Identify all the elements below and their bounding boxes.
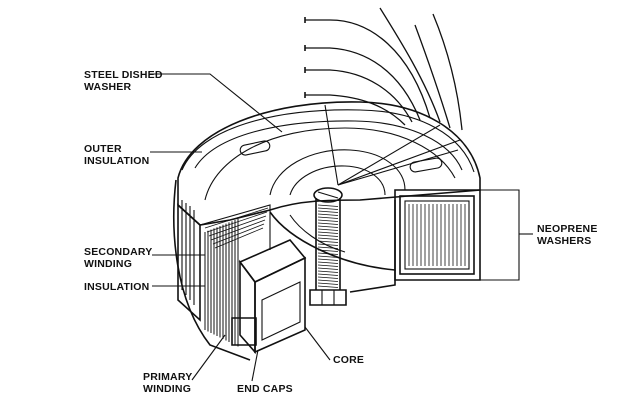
label-primary-winding: PRIMARY WINDING: [143, 371, 195, 395]
transformer-body: [173, 101, 481, 361]
hatch-line: [317, 270, 339, 273]
hatch-line: [317, 216, 339, 219]
hatch-line: [317, 228, 339, 231]
hatch-line: [317, 252, 339, 255]
label-outer-insulation: OUTER INSULATION: [84, 143, 149, 167]
hatch-line: [317, 213, 339, 216]
hatch-line: [212, 223, 265, 245]
label-steel-dished-washer: STEEL DISHED WASHER: [84, 69, 166, 93]
hatch-line: [317, 249, 339, 252]
hatch-line: [317, 273, 339, 276]
outer-insulation-band: [181, 109, 475, 173]
labels: STEEL DISHED WASHER OUTER INSULATION SEC…: [84, 69, 601, 395]
hatch-line: [317, 243, 339, 246]
hatch-line: [204, 207, 269, 229]
hatch-line: [317, 264, 339, 267]
hatch-line: [317, 276, 339, 279]
label-secondary-winding: SECONDARY WINDING: [84, 246, 155, 270]
hatch-line: [317, 225, 339, 228]
hatch-line: [317, 207, 339, 210]
hatch-line: [317, 246, 339, 249]
label-end-caps: END CAPS: [237, 383, 293, 395]
hatch-line: [317, 258, 339, 261]
lead-wires: [304, 7, 463, 131]
washer-slot-left: [239, 140, 271, 156]
hatch-line: [317, 210, 339, 213]
hatch-line: [317, 255, 339, 258]
hatch-line: [317, 282, 339, 285]
hatch-line: [317, 231, 339, 234]
leader-lines: [150, 73, 533, 382]
hatch-line: [317, 261, 339, 264]
hatch-line: [210, 219, 266, 241]
label-neoprene-washers: NEOPRENE WASHERS: [537, 223, 601, 247]
hatch-line: [206, 211, 268, 233]
hatch-line: [317, 240, 339, 243]
hatch-line: [317, 279, 339, 282]
neoprene-washer-stack: [399, 195, 475, 275]
hatch-line: [317, 219, 339, 222]
center-bolt: [309, 187, 347, 306]
hatch-line: [317, 285, 339, 288]
hatch-line: [317, 267, 339, 270]
hatch-line: [317, 204, 339, 207]
hatch-line: [317, 222, 339, 225]
hatch-line: [208, 215, 267, 237]
hatch-line: [317, 234, 339, 237]
hatch-line: [214, 227, 264, 249]
label-insulation: INSULATION: [84, 281, 149, 293]
windings: [204, 207, 307, 355]
hatch-line: [317, 237, 339, 240]
outer-wall-hatch: [181, 200, 195, 305]
label-core: CORE: [333, 354, 364, 366]
